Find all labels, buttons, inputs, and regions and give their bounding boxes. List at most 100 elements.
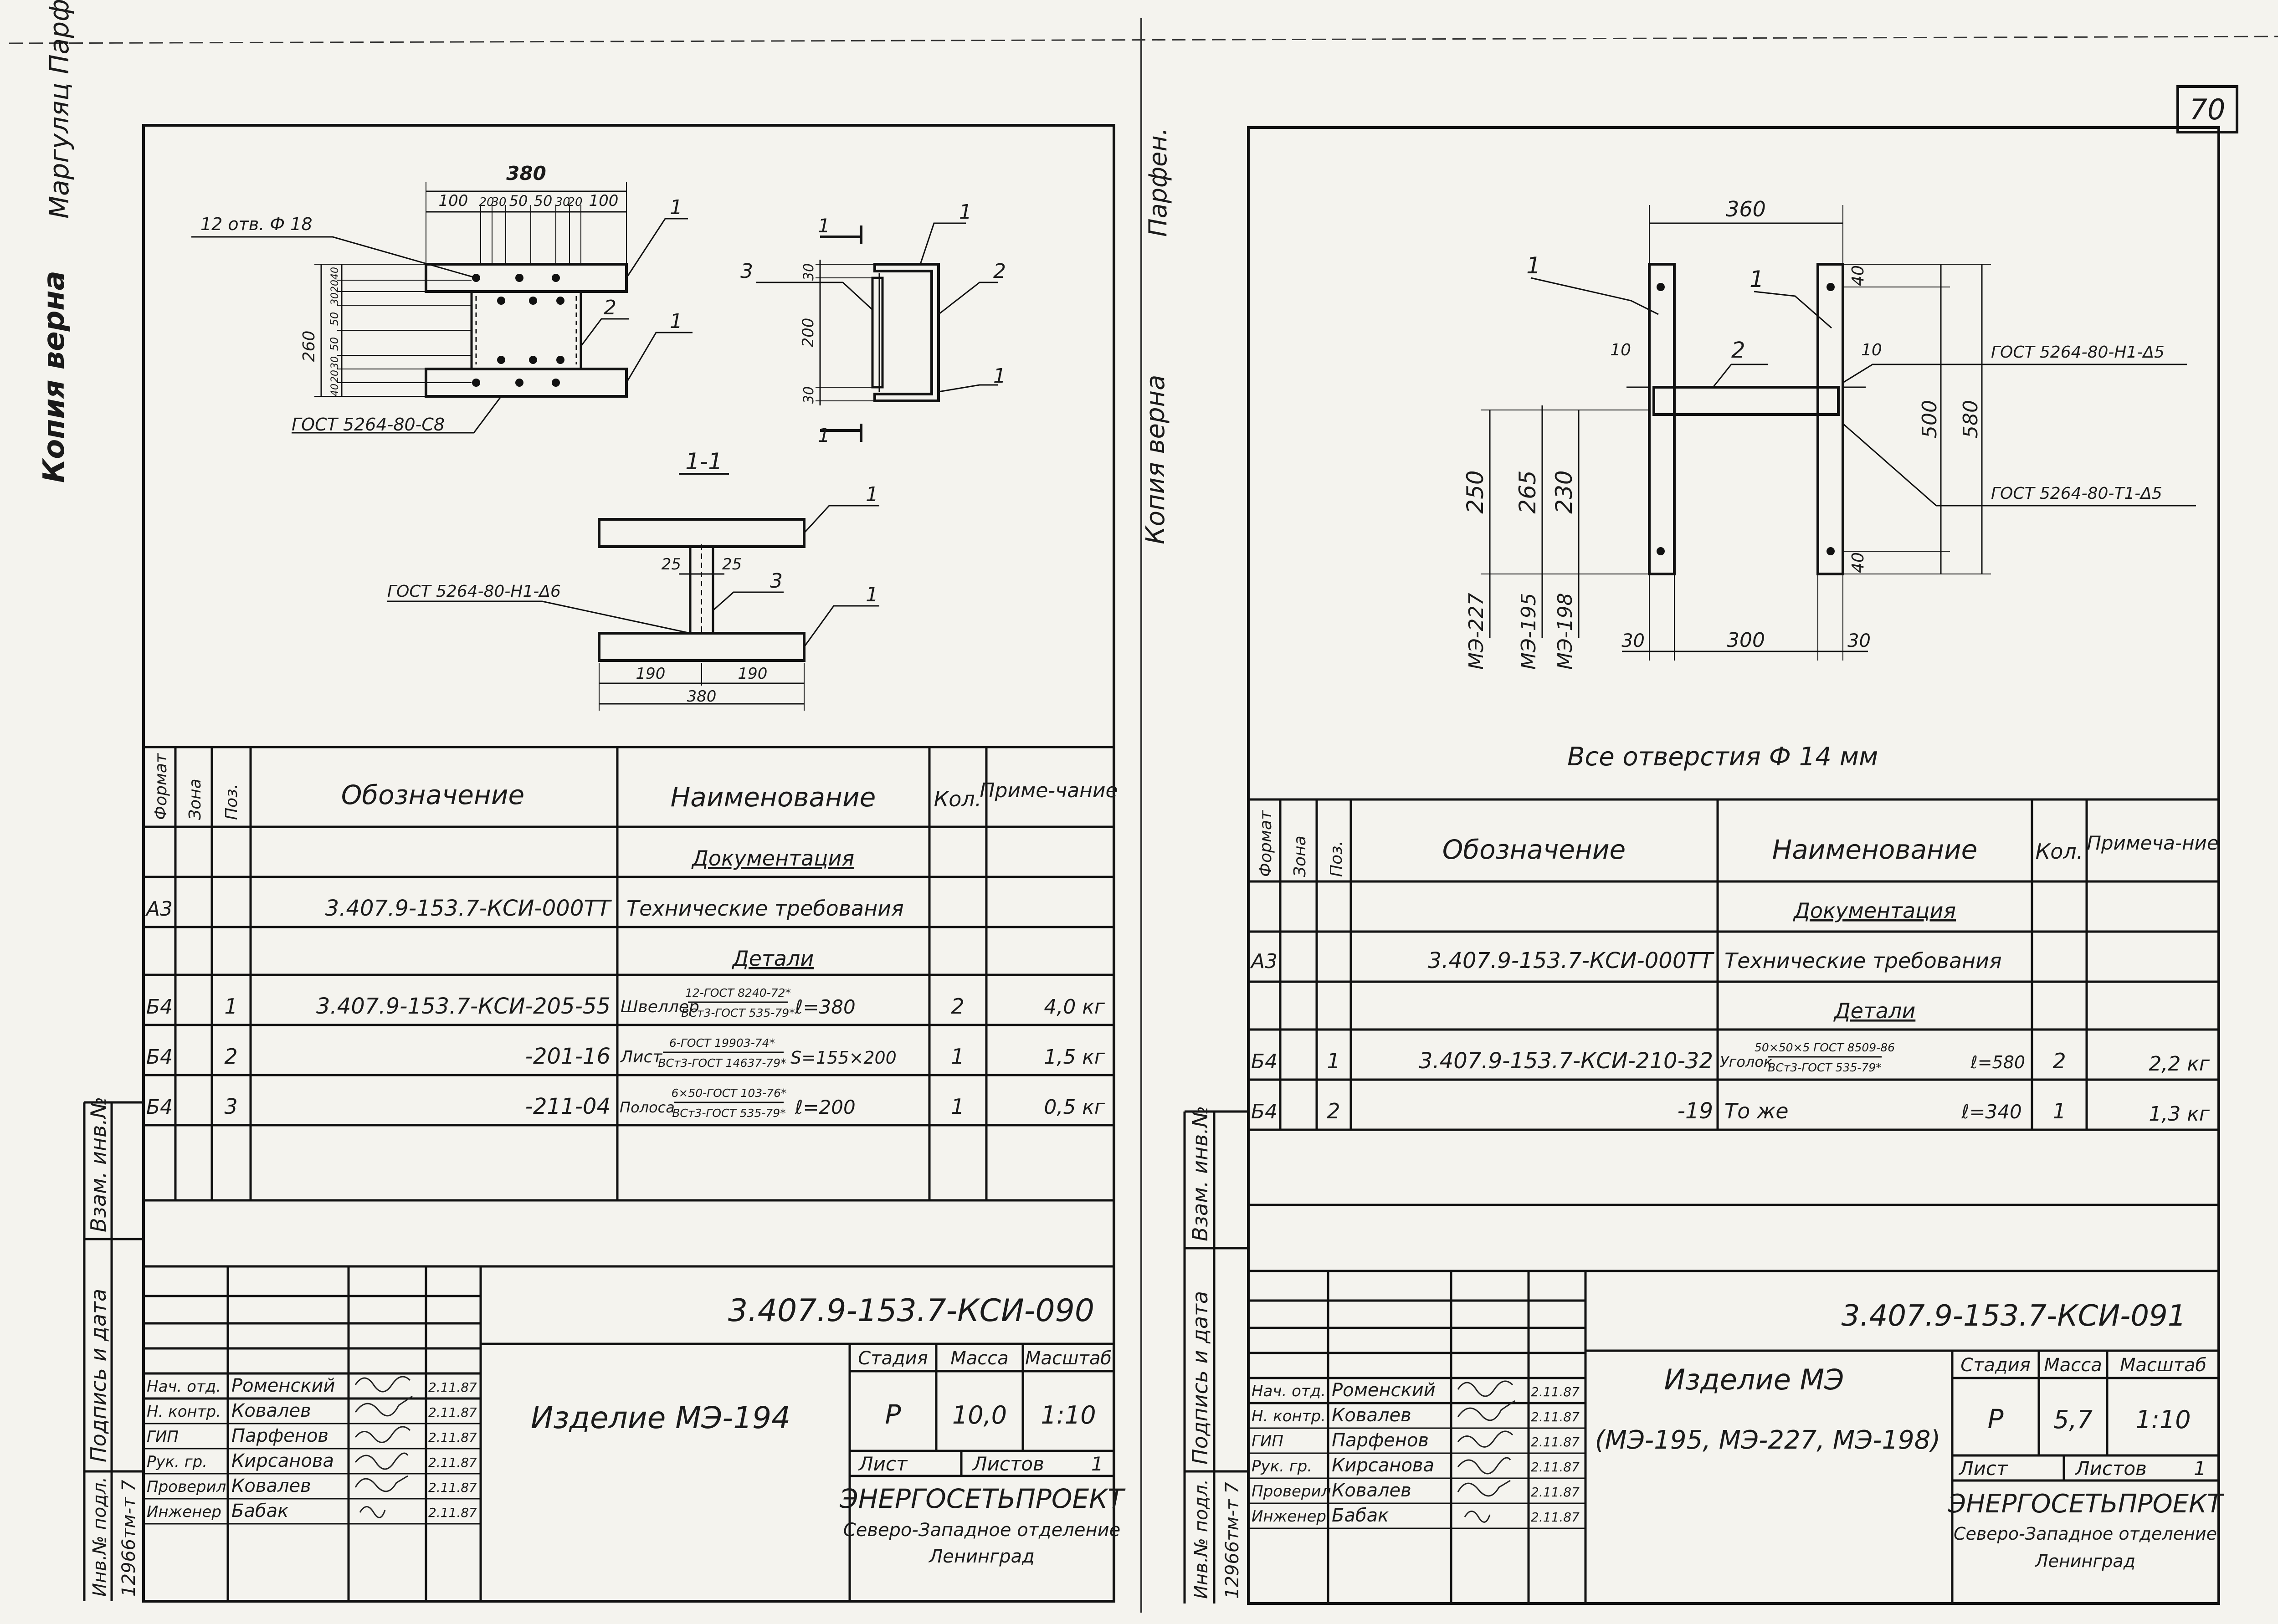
row3-note: 0,5 кг xyxy=(1044,1096,1105,1119)
dim-side-d: 50 xyxy=(328,312,341,326)
dim-p4: 50 xyxy=(509,192,528,210)
row1-den: ВСт3-ГОСТ 535-79* xyxy=(681,1006,795,1019)
sig-name: Роменский xyxy=(1332,1380,1436,1401)
sig-name: Бабак xyxy=(231,1501,288,1522)
row2-note: 1,5 кг xyxy=(1044,1045,1105,1069)
row2-num: 6-ГОСТ 19903-74* xyxy=(669,1036,775,1050)
dim-p5: 50 xyxy=(534,192,553,210)
doc-format: А3 xyxy=(145,897,173,921)
sheets-label: Листов xyxy=(2074,1457,2147,1480)
signatures: Нач. отд. Роменский 2.11.87 Н. контр. Ко… xyxy=(147,1375,477,1522)
signature-scribbles-icon xyxy=(354,1376,413,1518)
sig-date: 2.11.87 xyxy=(1531,1384,1580,1399)
doc-format: А3 xyxy=(1250,950,1278,973)
dim-p6: 30 xyxy=(555,195,570,209)
row3-num: 6×50-ГОСТ 103-76* xyxy=(671,1086,786,1100)
sig-role: Нач. отд. xyxy=(1252,1382,1326,1400)
row1-name: Швеллер xyxy=(621,998,699,1016)
sig-role: Н. контр. xyxy=(1252,1407,1326,1425)
dim-500: 500 xyxy=(1918,400,1941,438)
left-sheet: Копия верна Маргуляц Парфен. Взам. инв.№… xyxy=(37,0,1126,1603)
sig-date: 2.11.87 xyxy=(428,1405,477,1420)
scale-label: Масштаб xyxy=(2120,1355,2206,1376)
dim-30a: 30 xyxy=(1621,630,1645,651)
row2-qty: 1 xyxy=(951,1044,964,1069)
row3-den: ВСт3-ГОСТ 535-79* xyxy=(672,1107,785,1120)
sheet-label: Лист xyxy=(858,1453,908,1475)
row2-den: ВСт3-ГОСТ 14637-79* xyxy=(658,1056,786,1070)
row2-dim: ℓ=340 xyxy=(1961,1101,2022,1123)
hdr-name: Наименование xyxy=(671,782,876,813)
dim-sec-w1: 25 xyxy=(662,555,681,574)
row1-designation: 3.407.9-153.7-КСИ-205-55 xyxy=(316,994,611,1019)
dim-side-a: 40 xyxy=(329,267,341,280)
sig-date: 2.11.87 xyxy=(428,1480,477,1495)
hdr-qty: Кол. xyxy=(2036,839,2083,864)
sec-det: Детали xyxy=(732,946,814,971)
dim-side-b: 20 xyxy=(329,280,341,292)
dim-side-g: 20 xyxy=(329,370,341,383)
right-margin: Копия верна Парфен. Взам. инв.№ Подпись … xyxy=(1141,128,1248,1604)
dim-360: 360 xyxy=(1726,197,1766,221)
left-margin: Копия верна Маргуляц Парфен. Взам. инв.№… xyxy=(37,0,144,1601)
dim-profile-bot: 30 xyxy=(801,386,817,404)
sec-pos-1: 1 xyxy=(866,483,878,506)
sig-name: Ковалев xyxy=(1332,1405,1411,1426)
mass-label: Масса xyxy=(950,1348,1009,1369)
dim-p8: 100 xyxy=(589,192,619,210)
dim-sec-total: 380 xyxy=(687,687,717,706)
row1-format: Б4 xyxy=(1251,1050,1278,1073)
section-title: 1-1 xyxy=(685,448,723,475)
plan-view xyxy=(191,182,693,434)
spec-rows: Б4 1 3.407.9-153.7-КСИ-210-32 Уголок 50×… xyxy=(1251,1041,2210,1126)
hdr-designation: Обозначение xyxy=(341,779,524,810)
spec-table: Формат Зона Поз. Обозначение Наименовани… xyxy=(144,746,1118,1202)
sig-name: Кирсанова xyxy=(231,1450,334,1471)
row1-pos: 1 xyxy=(224,994,237,1019)
profile-pos-1: 1 xyxy=(959,200,972,224)
sig-role: Рук. гр. xyxy=(1252,1457,1312,1475)
frame-holes xyxy=(1657,283,1835,555)
row2-qty: 1 xyxy=(2052,1099,2066,1123)
section-mark-bottom: 1 xyxy=(818,424,830,446)
dim-265: 265 xyxy=(1514,470,1541,513)
scale-label: Масштаб xyxy=(1025,1348,1112,1369)
sig-name: Ковалев xyxy=(231,1400,311,1421)
sheets-value: 1 xyxy=(1091,1453,1103,1475)
row1-pos: 1 xyxy=(1327,1049,1340,1073)
dim-40b: 40 xyxy=(1849,552,1868,573)
frame-pos-2: 2 xyxy=(1731,338,1745,363)
mass-value: 5,7 xyxy=(2053,1405,2093,1434)
sig-role: Проверил xyxy=(1252,1482,1331,1501)
dim-sec-w2: 25 xyxy=(722,555,742,574)
dim-p1: 100 xyxy=(439,192,468,210)
dim-300: 300 xyxy=(1727,629,1765,652)
profile-view xyxy=(756,222,998,442)
page-number: 70 xyxy=(2190,93,2226,126)
hdr-zone: Зона xyxy=(1291,835,1309,877)
handwritten-note: Парфен. xyxy=(1144,128,1172,237)
sig-date: 2.11.87 xyxy=(428,1430,477,1445)
left-frame xyxy=(142,124,1115,1603)
inv-label: Инв.№ подл. xyxy=(89,1477,110,1597)
sig-role: Проверил xyxy=(147,1478,226,1496)
hdr-designation: Обозначение xyxy=(1442,834,1626,865)
row2-format: Б4 xyxy=(146,1045,173,1069)
row1-note: 2,2 кг xyxy=(2149,1052,2210,1076)
pos-1-label: 1 xyxy=(670,196,682,219)
hdr-format: Формат xyxy=(1257,810,1275,877)
dim-sec-b: 190 xyxy=(738,665,768,683)
doc-designation: 3.407.9-153.7-КСИ-000ТТ xyxy=(325,896,612,921)
row1-name: Уголок xyxy=(1720,1053,1773,1071)
sig-role: Инженер xyxy=(1252,1507,1326,1526)
profile-dims: 1 1 30 200 30 1 2 1 3 xyxy=(740,200,1006,446)
row1-num: 12-ГОСТ 8240-72* xyxy=(685,986,791,999)
inv-number: 12966тм-т 7 xyxy=(1222,1482,1243,1599)
title-block: 3.407.9-153.7-КСИ-090 Изделие МЭ-194 Ста… xyxy=(144,1265,1126,1601)
section-dims: 1-1 25 25 190 190 380 1 1 3 ГОСТ 5264-80… xyxy=(387,448,878,706)
signatures: Нач. отд. Роменский 2.11.87 Н. контр. Ко… xyxy=(1252,1380,1580,1526)
inv-label: Инв.№ подл. xyxy=(1191,1479,1212,1599)
sig-date: 2.11.87 xyxy=(428,1455,477,1470)
handwritten-note: Маргуляц Парфен. xyxy=(44,0,75,219)
